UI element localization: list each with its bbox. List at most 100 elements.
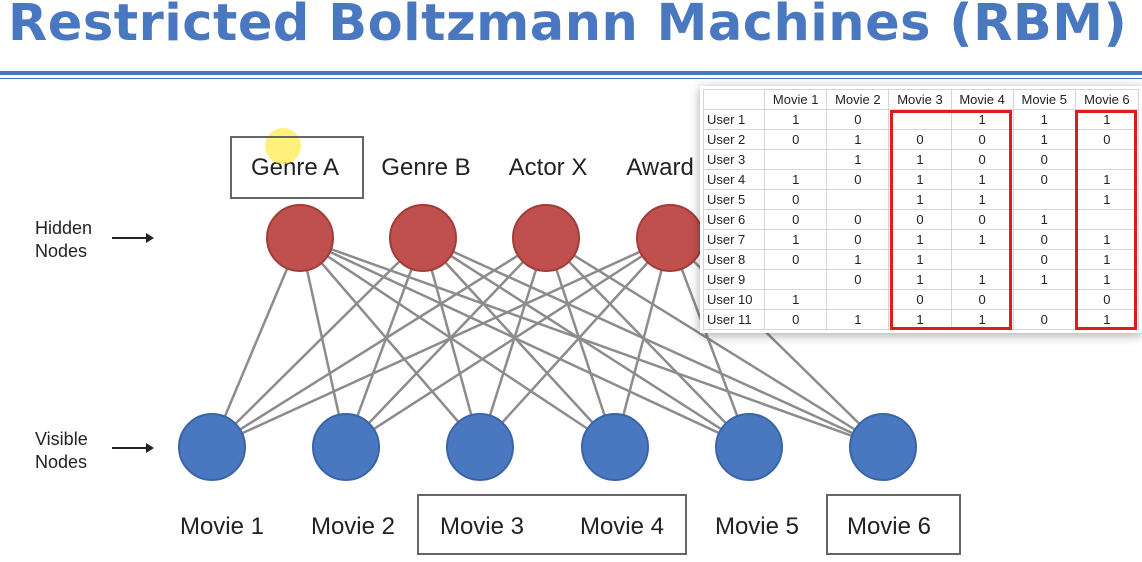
edge-genre-b-movie-5: [422, 236, 750, 449]
edge-award-movie-2: [345, 236, 671, 449]
edge-actor-x-movie-6: [545, 236, 884, 449]
visible-node-label-movie-6: Movie 6: [847, 513, 931, 540]
rating-cell: 0: [826, 229, 890, 250]
row-header-cell: User 6: [702, 209, 766, 230]
edge-actor-x-movie-3: [478, 237, 548, 448]
column-header-movie-3: Movie 3: [888, 89, 952, 110]
row-header-cell: User 7: [702, 229, 766, 250]
rating-cell: 0: [764, 309, 828, 330]
row-header-cell: User 2: [702, 129, 766, 150]
edge-genre-a-movie-6: [299, 236, 884, 449]
rating-cell: [1012, 189, 1076, 210]
rating-cell: 1: [764, 109, 828, 130]
rating-cell: 0: [764, 209, 828, 230]
row-header-cell: User 3: [702, 149, 766, 170]
edge-actor-x-movie-5: [545, 237, 750, 448]
row-header-cell: User 8: [702, 249, 766, 270]
rating-cell: 1: [1012, 209, 1076, 230]
genre-a-highlight-box: [230, 136, 364, 199]
rating-cell: [826, 189, 890, 210]
row-header-cell: User 5: [702, 189, 766, 210]
rating-cell: 1: [826, 129, 890, 150]
rating-cell: [1012, 289, 1076, 310]
column-header-movie-2: Movie 2: [826, 89, 890, 110]
cursor-highlight: [265, 128, 301, 164]
visible-node-movie-3: [446, 413, 514, 481]
edge-award-movie-3: [479, 237, 671, 448]
rating-cell: [764, 269, 828, 290]
rating-cell: 0: [826, 169, 890, 190]
hidden-node-genre-b: [389, 204, 457, 272]
visible-node-label-movie-3: Movie 3: [440, 513, 524, 540]
column-header-movie-4: Movie 4: [950, 89, 1014, 110]
edge-genre-b-movie-2: [344, 237, 425, 448]
visible-node-label-movie-1: Movie 1: [180, 513, 264, 540]
hidden-node-genre-a: [266, 204, 334, 272]
rating-cell: 1: [764, 169, 828, 190]
row-header-cell: User 10: [702, 289, 766, 310]
edge-genre-b-movie-1: [211, 237, 424, 448]
edge-actor-x-movie-1: [211, 236, 547, 449]
rating-cell: 1: [826, 149, 890, 170]
rating-cell: 0: [764, 249, 828, 270]
edge-actor-x-movie-4: [544, 237, 617, 448]
slide-title: Restricted Boltzmann Machines (RBM): [8, 0, 1128, 53]
edge-genre-a-movie-1: [210, 237, 302, 448]
rating-cell: [826, 289, 890, 310]
edge-award-movie-4: [613, 237, 672, 448]
edge-genre-a-movie-3: [299, 237, 481, 448]
movie-3-4-highlight-box: [417, 494, 687, 555]
rating-cell: 0: [1012, 309, 1076, 330]
rating-cell: 1: [764, 229, 828, 250]
column-header-movie-5: Movie 5: [1012, 89, 1076, 110]
rating-cell: 0: [826, 269, 890, 290]
rating-cell: 1: [1012, 109, 1076, 130]
edge-award-movie-1: [211, 236, 671, 449]
rating-cell: 0: [826, 209, 890, 230]
edges: [210, 236, 884, 449]
hidden-node-actor-x: [512, 204, 580, 272]
edge-genre-b-movie-6: [422, 236, 884, 449]
row-header-cell: User 9: [702, 269, 766, 290]
rating-cell: 0: [950, 129, 1014, 150]
rating-cell: 0: [764, 129, 828, 150]
rating-cell: 0: [1012, 169, 1076, 190]
movie-6-highlight-box: [826, 494, 961, 555]
hidden-node-award: [636, 204, 704, 272]
visible-node-label-movie-5: Movie 5: [715, 513, 799, 540]
rating-cell: 1: [826, 249, 890, 270]
edge-genre-b-movie-3: [421, 237, 482, 448]
movie-6-column-highlight: [1075, 110, 1137, 330]
rating-cell: 1: [1012, 269, 1076, 290]
rating-cell: 1: [1012, 129, 1076, 150]
rating-cell: 0: [764, 189, 828, 210]
row-header-cell: User 4: [702, 169, 766, 190]
rating-cell: 0: [1012, 149, 1076, 170]
rating-cell: 0: [1012, 249, 1076, 270]
visible-node-movie-4: [581, 413, 649, 481]
title-underline-thin: [0, 78, 1142, 79]
row-header-cell: User 1: [702, 109, 766, 130]
visible-node-movie-6: [849, 413, 917, 481]
rating-cell: 1: [826, 309, 890, 330]
column-header-movie-6: Movie 6: [1074, 89, 1140, 110]
visible-node-label-movie-4: Movie 4: [580, 513, 664, 540]
movie-3-4-column-highlight: [890, 110, 1012, 330]
